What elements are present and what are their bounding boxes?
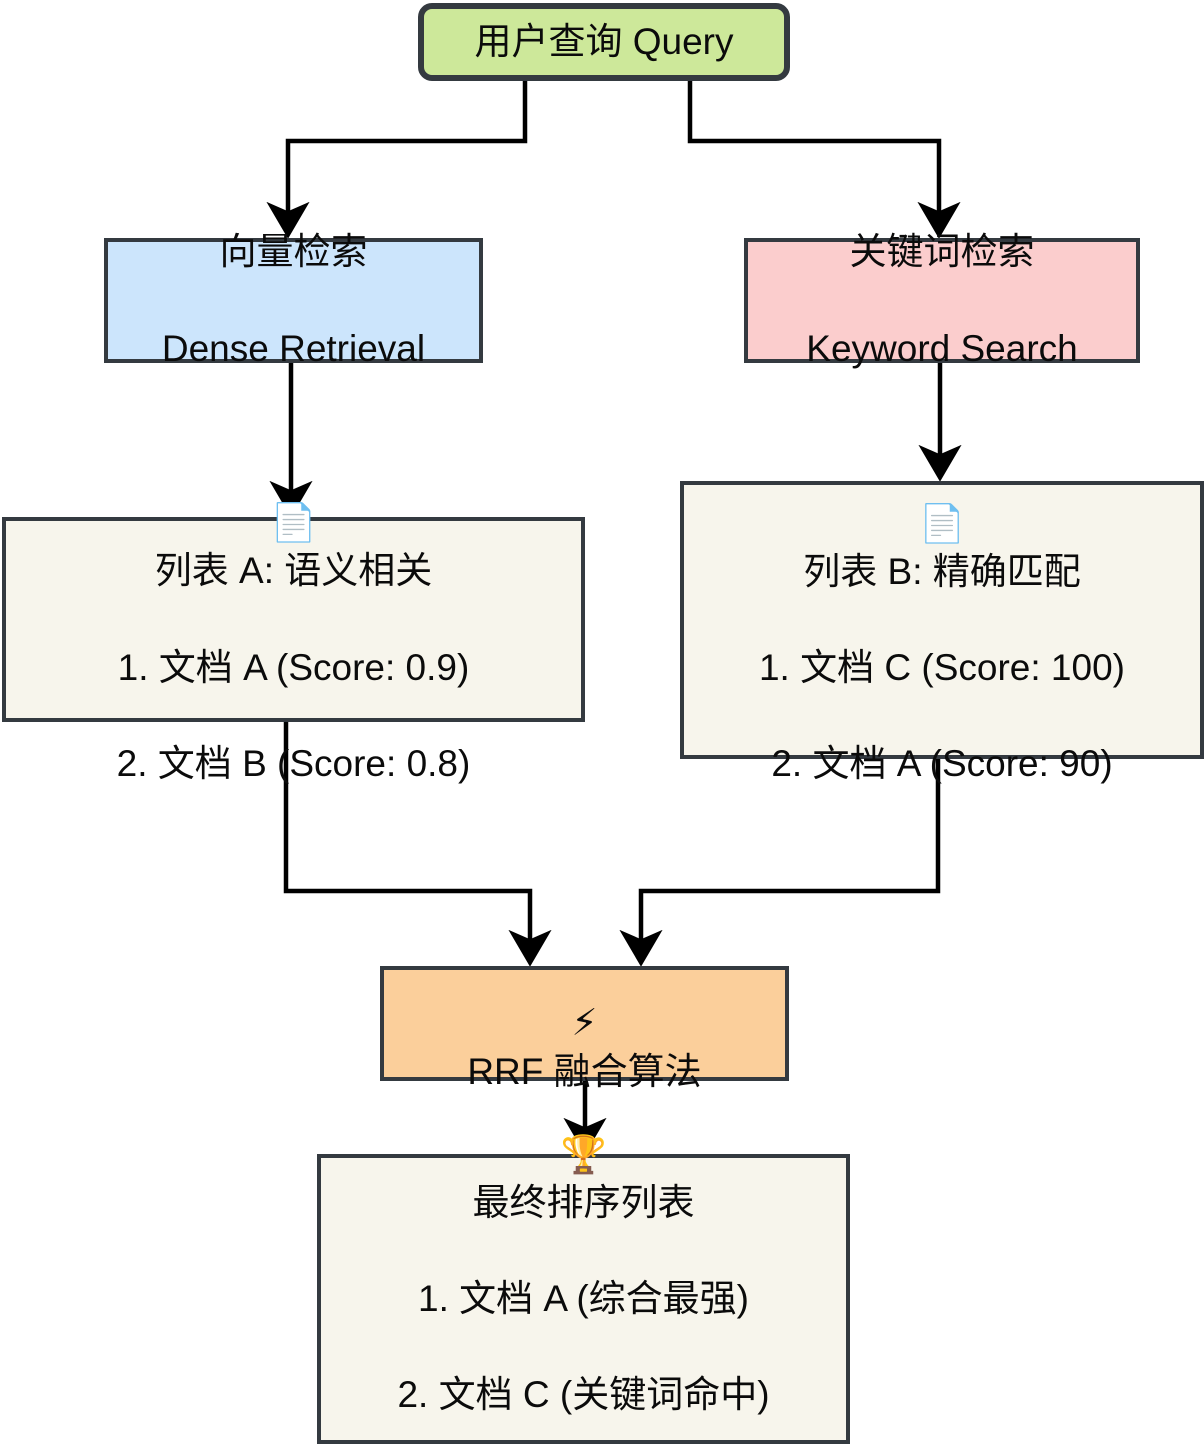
node-query-label: 用户查询 Query (474, 20, 734, 62)
node-list-a-title: 列表 A: 语义相关 (154, 550, 433, 592)
node-list-b-item-2: 2. 文档 A (Score: 90) (771, 743, 1113, 785)
node-final-title-row: 🏆 最终排序列表 (327, 1083, 840, 1227)
node-dense-retrieval[interactable]: 向量检索 Dense Retrieval (104, 231, 483, 369)
document-icon: 📄 (918, 501, 966, 545)
node-final-title: 最终排序列表 (472, 1181, 695, 1223)
node-list-b-title: 列表 B: 精确匹配 (803, 550, 1081, 592)
node-list-a-item-2: 2. 文档 B (Score: 0.8) (116, 742, 471, 784)
node-rrf-row: ⚡ RRF 融合算法 (384, 951, 785, 1095)
node-list-a-item-1: 1. 文档 A (Score: 0.9) (117, 646, 470, 688)
node-list-a[interactable]: 📄 列表 A: 语义相关 1. 文档 A (Score: 0.9) 2. 文档 … (2, 501, 585, 784)
document-icon: 📄 (270, 501, 317, 545)
node-final-item-1: 1. 文档 A (综合最强) (418, 1277, 749, 1319)
node-keyword-line2: Keyword Search (806, 327, 1078, 369)
node-list-a-title-row: 📄 列表 A: 语义相关 (12, 451, 575, 595)
node-rrf-label: RRF 融合算法 (467, 1050, 702, 1092)
node-dense-line2: Dense Retrieval (161, 327, 426, 369)
node-list-b-title-row: 📄 列表 B: 精确匹配 (690, 452, 1194, 596)
node-rrf-fusion[interactable]: ⚡ RRF 融合算法 (380, 966, 789, 1092)
node-list-b[interactable]: 📄 列表 B: 精确匹配 1. 文档 C (Score: 100) 2. 文档 … (680, 481, 1204, 784)
node-final-ranked-list[interactable]: 🏆 最终排序列表 1. 文档 A (综合最强) 2. 文档 C (关键词命中) … (317, 1133, 850, 1444)
lightning-bolt-icon: ⚡ (571, 1001, 598, 1045)
node-final-item-2: 2. 文档 C (关键词命中) (397, 1374, 770, 1416)
node-keyword-search[interactable]: 关键词检索 Keyword Search (744, 231, 1140, 369)
node-list-b-item-1: 1. 文档 C (Score: 100) (758, 647, 1125, 689)
node-dense-line1: 向量检索 (219, 231, 368, 273)
node-keyword-line1: 关键词检索 (849, 231, 1035, 273)
node-query[interactable]: 用户查询 Query (418, 3, 790, 81)
trophy-icon: 🏆 (560, 1132, 607, 1176)
